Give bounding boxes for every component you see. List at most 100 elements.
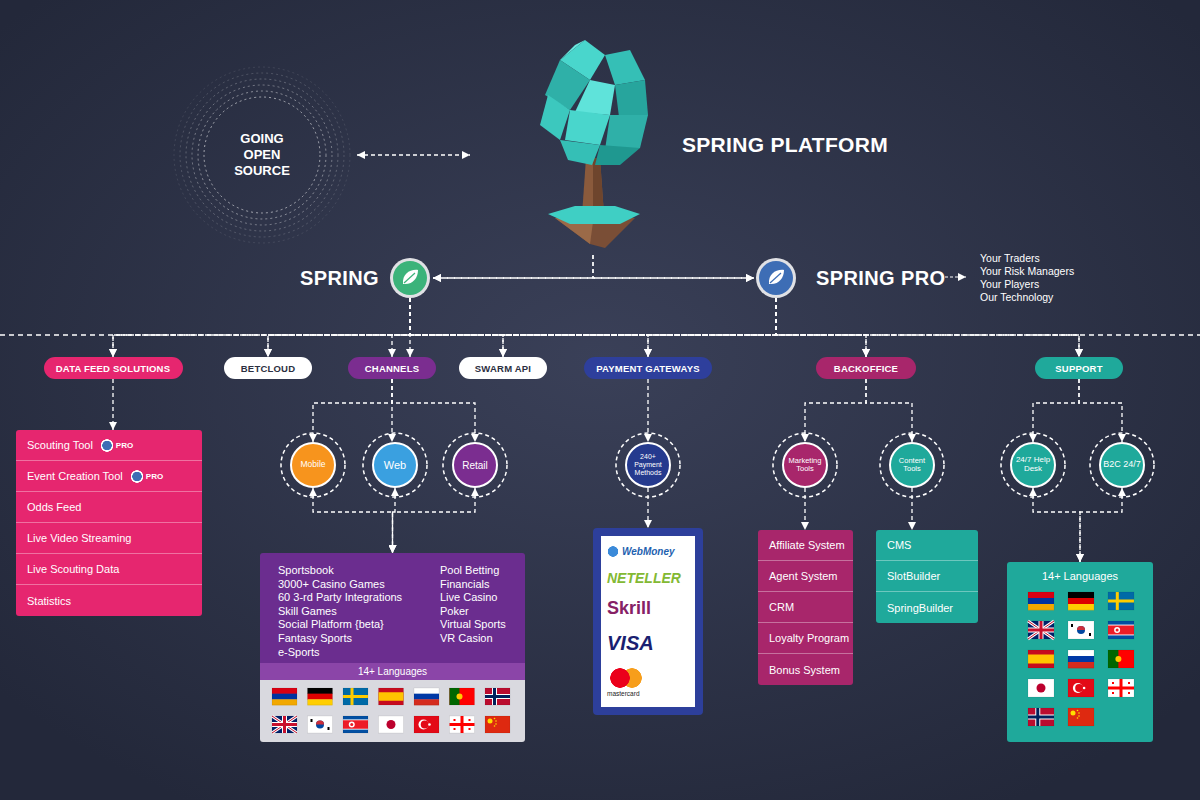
list-row: SlotBuilder <box>876 561 978 592</box>
flag-part <box>283 716 286 733</box>
flag-frame <box>272 688 297 705</box>
node-text: SPRING <box>300 267 379 290</box>
flag-frame <box>308 688 333 705</box>
tool-circle: Content Tools <box>889 442 935 488</box>
flag-part <box>414 699 439 705</box>
dashed-rings <box>363 433 427 497</box>
node-text: PAYMENT GATEWAYS <box>596 363 700 374</box>
node-text: Sportsbook <box>278 564 440 578</box>
flag-frame <box>379 716 404 733</box>
flag-part <box>454 719 456 721</box>
flag-part <box>1040 621 1043 639</box>
node-text: 3000+ Casino Games <box>278 578 440 592</box>
dashed-connector <box>392 379 475 442</box>
spring-pro-leaf-icon <box>770 273 781 283</box>
flag-part <box>1083 687 1086 690</box>
payment-logos-card: WebMoneyNETELLERSkrillVISAmastercard <box>593 528 703 715</box>
flag-part <box>1108 679 1134 697</box>
flag-part <box>428 723 431 726</box>
dashed-connector <box>113 298 410 357</box>
flag-part <box>1108 650 1134 668</box>
dashed-connector <box>433 255 593 278</box>
section-pill: DATA FEED SOLUTIONS <box>44 357 183 379</box>
node-text: Agent System <box>769 570 837 582</box>
dashed-connector <box>503 298 776 357</box>
flag-part <box>1077 717 1079 719</box>
node-text: Skrill <box>607 598 651 619</box>
node-text: Financials <box>440 578 525 592</box>
flag-frame <box>1028 708 1054 726</box>
node-text: mastercard <box>607 668 645 697</box>
dashed-rings <box>443 433 507 497</box>
flag-part <box>308 716 333 733</box>
flag-part <box>450 716 475 733</box>
flag-part <box>308 688 333 694</box>
section-pill: BETCLOUD <box>224 357 312 379</box>
flag-part <box>1028 604 1054 610</box>
flag-part <box>1071 711 1076 716</box>
dashed-rings <box>1090 433 1154 497</box>
pro-badge: PRO <box>101 439 133 452</box>
node-text: SUPPORT <box>1055 363 1102 374</box>
node-text: NETELLER <box>607 570 681 586</box>
flag-frame <box>414 688 439 705</box>
spring-pro-leaf-icon <box>756 258 796 298</box>
dashed-connector <box>647 379 648 442</box>
node-text: 60 3-rd Party Integrations <box>278 591 440 605</box>
list-row: Agent System <box>758 561 853 592</box>
dashed-connector <box>805 379 866 442</box>
flag-part <box>469 719 471 721</box>
pro-badge: PRO <box>131 470 163 483</box>
flag-grid <box>1007 562 1153 742</box>
node-text: Marketing Tools <box>786 457 824 474</box>
flag-part <box>495 720 497 722</box>
section-pill: PAYMENT GATEWAYS <box>584 357 712 379</box>
dashed-connector <box>410 298 1079 357</box>
flag-icon <box>1028 679 1054 697</box>
flag-part <box>272 716 297 733</box>
flag-icon <box>485 688 510 705</box>
dashed-connector <box>313 379 392 442</box>
flag-part <box>414 688 439 694</box>
flag-frame <box>1028 592 1054 610</box>
list-row: Live Video Streaming <box>16 523 202 554</box>
payment-circle: 240+ Payment Methods <box>625 442 671 488</box>
flag-part <box>272 722 297 727</box>
flag-frame <box>1108 679 1134 697</box>
flag-icon <box>1108 592 1134 610</box>
node-text: Loyalty Program <box>769 632 849 644</box>
node-text: Affiliate System <box>769 539 845 551</box>
open-source-rings <box>180 73 344 237</box>
dashed-rings <box>616 433 680 497</box>
list-row: SpringBuilder <box>876 592 978 623</box>
flag-icon <box>1028 650 1054 668</box>
flag-part <box>1068 598 1094 604</box>
flag-part <box>343 720 368 729</box>
flag-frame <box>414 716 439 733</box>
flag-frame <box>308 716 333 733</box>
flag-icon <box>1068 679 1094 697</box>
flag-part <box>387 720 396 729</box>
flag-frame <box>272 716 297 733</box>
flag-part <box>1128 692 1130 694</box>
audience-label: Your Risk Managers <box>980 265 1074 278</box>
dashed-connector <box>113 298 776 357</box>
flag-frame <box>1068 592 1094 610</box>
flag-part <box>1028 708 1054 726</box>
flag-icon <box>272 688 297 705</box>
dashed-connector <box>804 488 805 530</box>
section-pill: SUPPORT <box>1035 357 1123 379</box>
dashed-connector <box>268 298 410 357</box>
node-text: 14+ Languages <box>358 665 427 679</box>
node-text: SPRING PLATFORM <box>682 133 910 157</box>
dashed-connector <box>866 379 912 442</box>
list-row: CMS <box>876 530 978 561</box>
platform-title: SPRING PLATFORM <box>470 40 910 255</box>
node-text: Poker <box>440 605 525 619</box>
flag-frame <box>485 688 510 705</box>
spring-pro-leaf-icon <box>756 258 796 298</box>
spring-leaf-icon <box>403 270 418 284</box>
node-text: 240+ Payment Methods <box>629 453 667 476</box>
node-text: Virtual Sports <box>440 618 525 632</box>
open-source-rings <box>186 79 338 231</box>
